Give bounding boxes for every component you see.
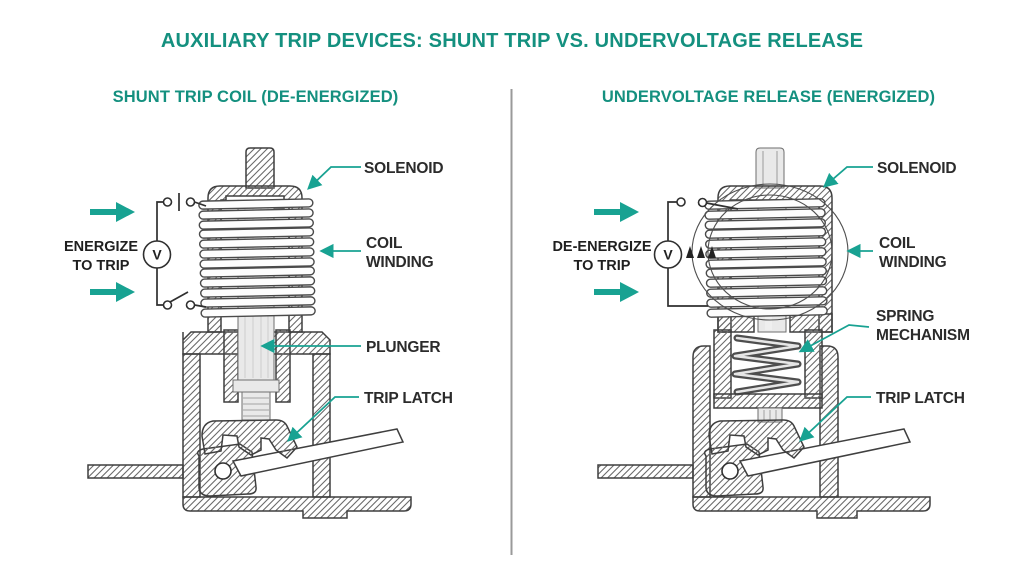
left-trip-latch [196, 419, 404, 497]
left-action-label: ENERGIZE TO TRIP [63, 239, 139, 274]
right-meter-label: V [663, 246, 673, 263]
right-leader-spring [798, 324, 870, 353]
left-circuit [142, 193, 207, 310]
right-voltage-source [653, 240, 683, 269]
right-trip-latch [703, 419, 911, 497]
right-coil-winding [704, 198, 828, 318]
left-coil-winding [198, 198, 316, 318]
right-circuit [653, 197, 739, 307]
right-trip-arrow-bottom-icon [594, 282, 639, 302]
right-spring-mechanism [713, 329, 823, 423]
right-base-bracket [597, 345, 931, 519]
right-label-spring-mechanism: SPRING MECHANISM [876, 308, 970, 344]
left-trip-arrow-top-icon [90, 202, 135, 222]
right-panel-subtitle: UNDERVOLTAGE RELEASE (ENERGIZED) [601, 88, 936, 106]
right-label-solenoid: SOLENOID [877, 160, 957, 177]
left-base-bracket [87, 331, 412, 519]
right-trip-arrow-top-icon [594, 202, 639, 222]
left-leader-solenoid [307, 166, 361, 190]
right-label-trip-latch: TRIP LATCH [876, 390, 965, 407]
right-leader-solenoid [822, 166, 873, 188]
right-device-drawing [594, 147, 931, 519]
left-voltage-source [142, 240, 172, 269]
left-meter-label: V [152, 246, 162, 263]
right-label-coil-winding: COIL WINDING [879, 235, 947, 271]
left-label-coil-winding: COIL WINDING [366, 235, 434, 271]
left-leader-trip-latch [287, 396, 359, 442]
left-label-solenoid: SOLENOID [364, 160, 444, 177]
flux-arrows-icon [686, 246, 716, 258]
left-trip-arrow-bottom-icon [90, 282, 135, 302]
right-action-label: DE-ENERGIZE TO TRIP [552, 239, 652, 274]
left-panel-subtitle: SHUNT TRIP COIL (DE-ENERGIZED) [112, 88, 399, 106]
right-leader-trip-latch [799, 396, 871, 442]
right-stud [755, 147, 785, 189]
left-device-drawing [87, 147, 412, 519]
left-label-trip-latch: TRIP LATCH [364, 390, 453, 407]
page-title: AUXILIARY TRIP DEVICES: SHUNT TRIP VS. U… [160, 30, 864, 52]
left-stud [245, 147, 275, 189]
left-label-plunger: PLUNGER [366, 339, 441, 356]
